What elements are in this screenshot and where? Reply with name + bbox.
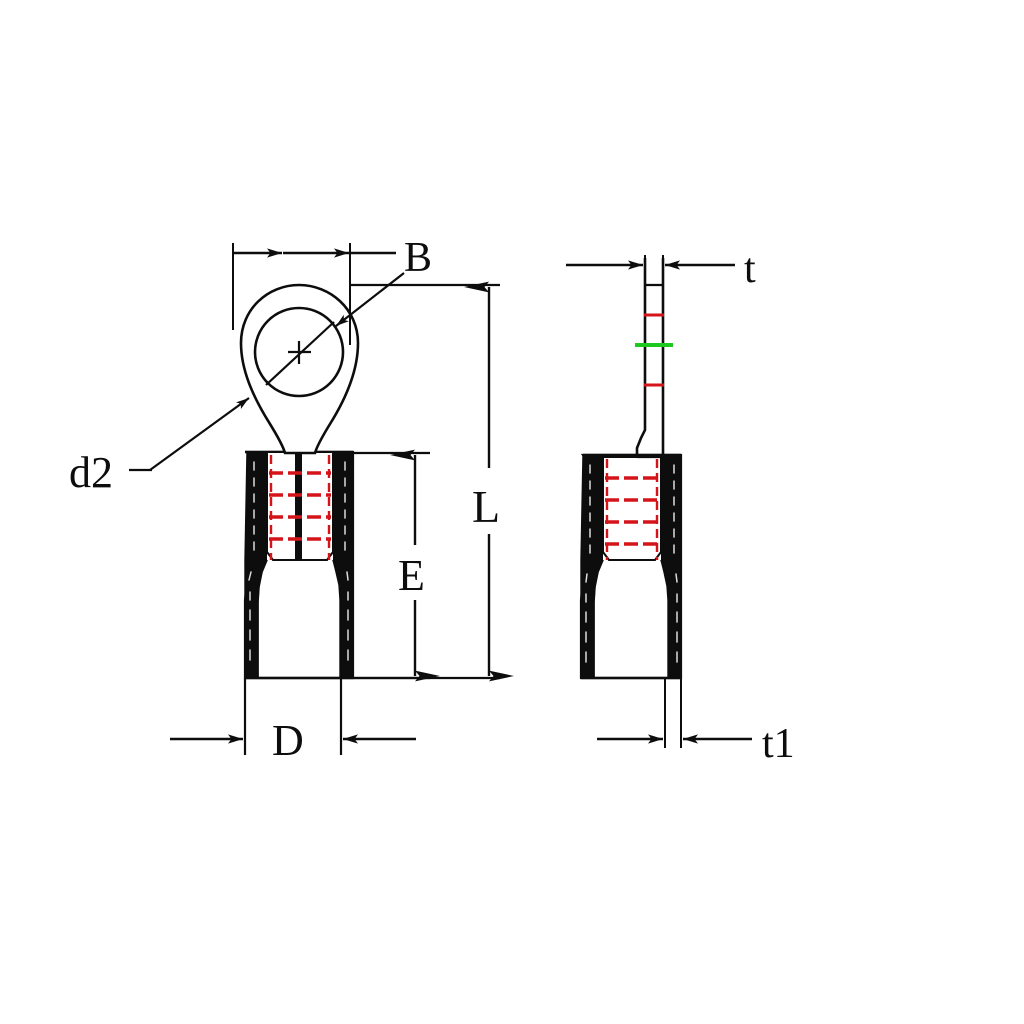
barrel-center-rib [295, 452, 302, 560]
front-insulation-sleeve [243, 450, 355, 680]
sleeve-outline [243, 450, 355, 680]
dim-d2-label: d2 [69, 448, 113, 497]
side-crimp-barrel [602, 456, 662, 561]
dimension-B: B [232, 235, 432, 345]
side-sleeve-texture [585, 464, 678, 663]
side-sleeve-left-inner-flare [593, 559, 604, 678]
dimension-D: D [170, 678, 416, 765]
sleeve-right-inner-flare [332, 559, 342, 678]
dimension-E: E [333, 449, 440, 682]
dim-L-label: L [472, 481, 500, 532]
side-view: t t1 [566, 246, 795, 767]
side-insulation-sleeve [579, 453, 683, 680]
side-barrel-hatch-group [605, 459, 659, 560]
barrel-hatch-group [269, 455, 331, 560]
dim-D-label: D [272, 716, 304, 765]
dim-E-label: E [398, 551, 425, 600]
dim-d2-lower-leader [149, 397, 250, 471]
dimension-d2: d2 [69, 272, 405, 497]
side-sleeve-right-inner-flare [660, 559, 670, 678]
dim-t1-label: t1 [762, 721, 795, 767]
dim-d2-diameter-line [265, 321, 335, 386]
front-crimp-barrel [266, 451, 334, 561]
center-crosshair-icon [288, 341, 311, 364]
dim-B-label: B [404, 235, 432, 281]
side-sleeve-outline [579, 453, 683, 680]
front-view: B d2 [69, 235, 514, 765]
sleeve-texture [248, 461, 349, 661]
sleeve-left-inner-flare [257, 559, 268, 678]
dim-t-label: t [744, 246, 756, 292]
blade-left-edge [635, 258, 647, 457]
dimension-t1: t1 [597, 678, 795, 767]
dimension-t: t [566, 246, 756, 292]
side-tongue-blade [635, 258, 673, 459]
dim-d2-upper-leader [335, 272, 405, 327]
